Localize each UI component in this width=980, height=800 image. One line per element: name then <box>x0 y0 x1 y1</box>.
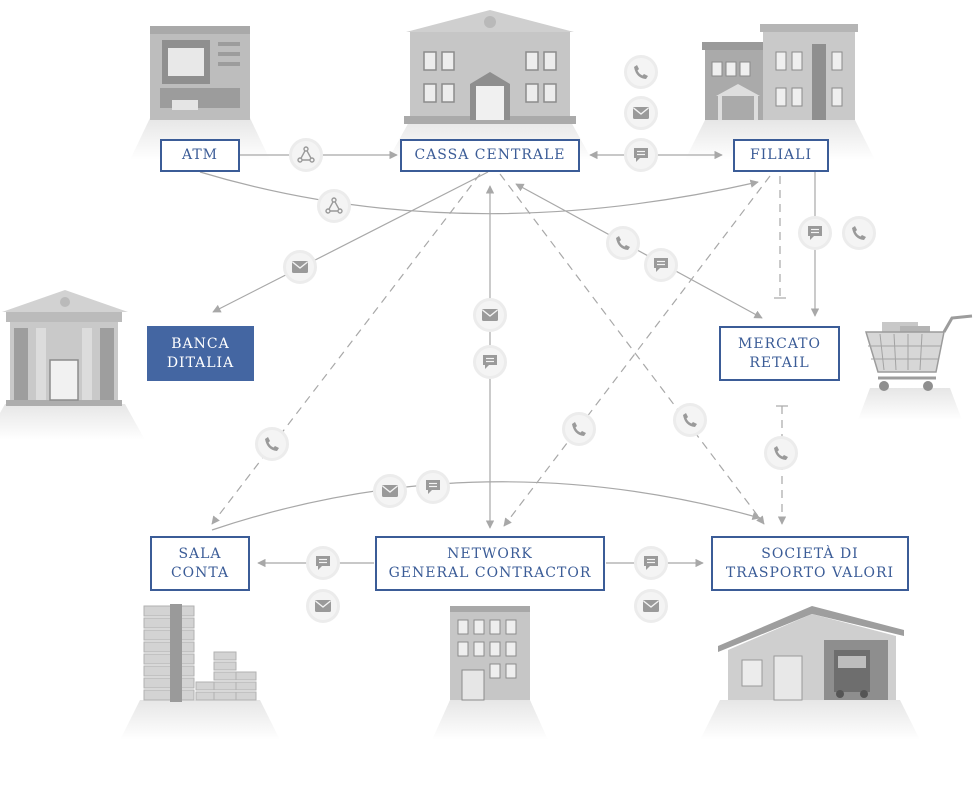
message-icon <box>306 546 340 580</box>
node-societa-trasporto-valori[interactable]: SOCIETÀ DI TRASPORTO VALORI <box>711 536 909 591</box>
message-icon <box>634 546 668 580</box>
office-building-illustration <box>432 606 548 740</box>
node-cassa-centrale[interactable]: CASSA CENTRALE <box>400 139 580 172</box>
message-icon <box>473 345 507 379</box>
phone-icon <box>673 403 707 437</box>
node-sala-conta[interactable]: SALA CONTA <box>150 536 250 591</box>
message-icon <box>416 470 450 504</box>
phone-icon <box>255 427 289 461</box>
node-atm[interactable]: ATM <box>160 139 240 172</box>
arrow-atm-filiali <box>199 171 759 215</box>
node-filiali[interactable]: FILIALI <box>733 139 829 172</box>
mail-icon <box>624 96 658 130</box>
mail-icon <box>634 589 668 623</box>
network-icon <box>289 138 323 172</box>
message-icon <box>644 248 678 282</box>
dashed-cassa-sala <box>211 173 481 525</box>
message-icon <box>624 138 658 172</box>
warehouse-truck-illustration <box>700 606 920 740</box>
dashed-filiali-network <box>503 175 771 527</box>
phone-icon <box>764 436 798 470</box>
dashed-connectors <box>211 173 787 527</box>
arrow-sala-trasporto <box>211 481 761 531</box>
node-network-general-contractor[interactable]: NETWORK GENERAL CONTRACTOR <box>375 536 605 591</box>
mail-icon <box>306 589 340 623</box>
phone-icon <box>606 226 640 260</box>
node-mercato-retail[interactable]: MERCATO RETAIL <box>719 326 840 381</box>
network-icon <box>317 189 351 223</box>
mail-icon <box>283 250 317 284</box>
arrow-cassa-mercato <box>515 183 763 319</box>
message-icon <box>798 216 832 250</box>
arrow-cassa-banca <box>212 171 489 313</box>
bank-building-left-illustration <box>0 290 145 440</box>
phone-icon <box>842 216 876 250</box>
mail-icon <box>373 474 407 508</box>
money-stacks-illustration <box>120 604 280 740</box>
node-banca-italia[interactable]: BANCA DITALIA <box>147 326 254 381</box>
phone-icon <box>562 412 596 446</box>
mail-icon <box>473 298 507 332</box>
dashed-cassa-trasporto <box>499 173 765 525</box>
phone-icon <box>624 55 658 89</box>
bank-building-illustration <box>388 10 592 160</box>
shopping-cart-illustration <box>858 314 973 420</box>
